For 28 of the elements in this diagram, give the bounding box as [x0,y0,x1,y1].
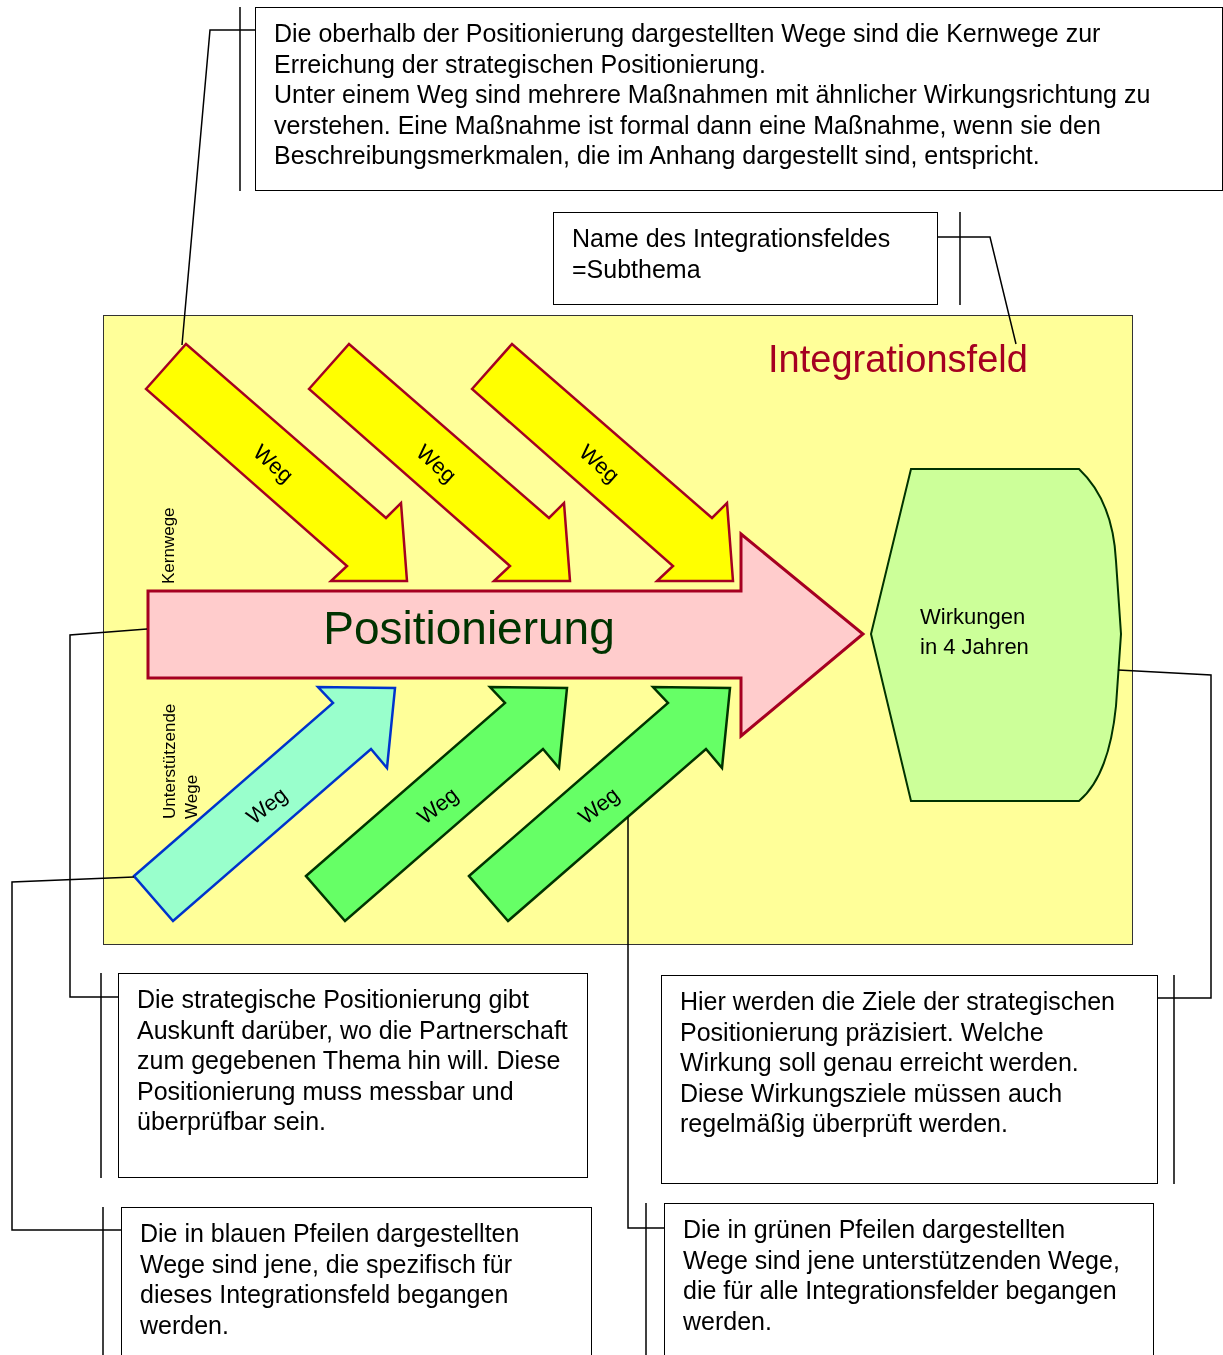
leader-line [1117,669,1212,999]
callout-text: Die strategische Positionierung gibt Auskunft darüber, wo die Partnerschaft zum gegebenen Thema hin will. Diese Positionierung muss messbar und überprüfbar sein. [137,984,569,1137]
banner-label: Weg [412,781,464,831]
callout-text: Die in grünen Pfeilen dargestellten Wege sind jene unterstützenden Wege, die für alle Integrationsfelder begangen werden. [683,1214,1121,1336]
field-title: Integrationsfeld [768,338,1028,381]
callout-text: Die in blauen Pfeilen dargestellten Wege sind jene, die spezifisch für dieses Integrationsfeld begangen werden. [140,1218,521,1340]
leader-line [181,29,256,346]
callout-text: Die oberhalb der Positionierung dargestellten Wege sind die Kernwege zur Erreichung der strategischen Positionierung. [274,18,1102,79]
side-label: Kernwege [158,506,179,584]
callout-text: Unter einem Weg sind mehrere Maßnahmen mit ähnlicher Wirkungsrichtung zu verstehen. Eine Maßnahme ist formal dann eine Maßnahme, wenn sie den Beschreibungsmerkmalen, die im Anhang dargestellt sind, entspricht. [274,79,1152,171]
banner-label: Positionierung [323,601,615,655]
callout-box [553,212,938,305]
callout-box [118,973,588,1178]
leader-line [937,236,1017,345]
banner-label: Weg [573,781,625,831]
leader-line [69,628,148,998]
callout-box [255,7,1223,191]
impact-text: Wirkungen in 4 Jahren [920,603,1030,661]
leader-line [627,816,665,1229]
callout-box [664,1203,1154,1355]
field-panel [103,315,1133,945]
callout-text: Name des Integrationsfeldes =Subthema [572,223,892,284]
callout-text: Hier werden die Ziele der strategischen Positionierung präzisiert. Welche Wirkung soll genau erreicht werden. Diese Wirkungsziele müssen auch regelmäßig überprüft werden. [680,986,1116,1139]
side-label: Unterstützende Wege [159,702,202,819]
callout-box [661,975,1158,1184]
callout-box [121,1207,592,1355]
banner-label: Weg [241,781,293,831]
leader-line [11,876,135,1231]
